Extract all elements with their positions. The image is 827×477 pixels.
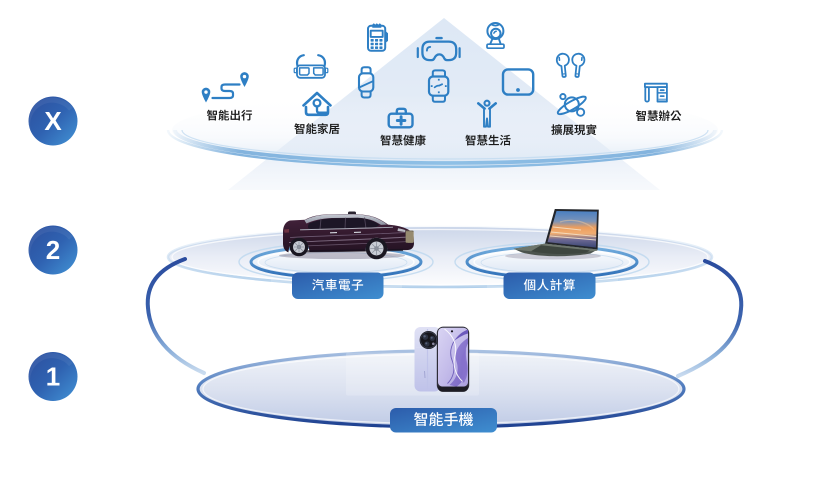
svg-text:1: 1 bbox=[46, 362, 60, 392]
svg-text:X: X bbox=[44, 106, 62, 136]
svg-text:2: 2 bbox=[46, 235, 60, 265]
